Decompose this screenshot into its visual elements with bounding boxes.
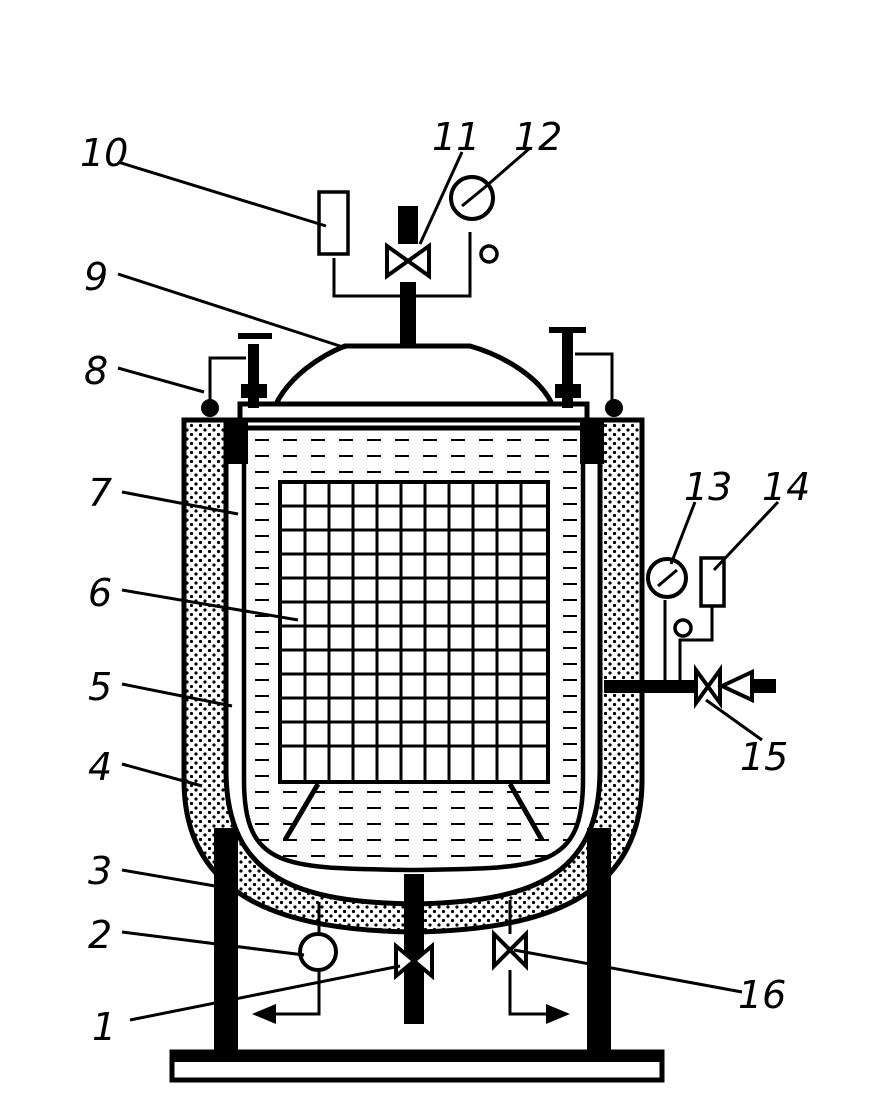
label-15: 15 (740, 735, 788, 779)
right-flange (580, 420, 604, 464)
label-16: 16 (738, 973, 786, 1017)
top-valve (385, 242, 431, 280)
label-8: 8 (84, 349, 108, 393)
leader-line-15 (705, 698, 763, 742)
basket-support (282, 782, 545, 842)
leader-line-3 (121, 868, 216, 888)
leader-line-13 (669, 501, 697, 565)
leader-lines (117, 146, 780, 1022)
left-clamp-nut (241, 384, 267, 398)
label-2: 2 (88, 913, 112, 957)
leader-line-9 (117, 272, 347, 350)
top-valve-stem (398, 206, 418, 244)
right-clamp-bolt (562, 332, 573, 408)
leader-line-14 (712, 500, 780, 572)
leader-line-11 (418, 151, 464, 245)
gauge-top-siphon (479, 244, 499, 264)
safety-valve-body (317, 190, 350, 256)
left-vent-valve (201, 399, 219, 417)
leader-line-4 (121, 762, 203, 788)
gauge-side-siphon (673, 618, 693, 638)
right-drain-arrow (546, 1004, 570, 1024)
left-clamp-bolt (248, 344, 259, 408)
leader-line-5 (121, 682, 233, 708)
left-flange (224, 420, 248, 464)
steam-inlet-arrow (717, 668, 754, 704)
vent-valves (201, 352, 623, 417)
right-drain-line (508, 900, 550, 1016)
top-fittings (317, 175, 499, 348)
steam-inlet-valve (694, 663, 722, 710)
label-13: 13 (684, 465, 732, 509)
leader-line-6 (121, 588, 299, 622)
right-vent-pipe (575, 352, 614, 404)
drain-gauge (298, 932, 338, 972)
right-drain-valve (492, 929, 528, 971)
basket (278, 480, 550, 842)
gauge-side-needle (657, 568, 678, 588)
basket-grid (280, 482, 548, 782)
leader-line-12 (483, 146, 531, 190)
gauge-top-needle (461, 186, 485, 208)
right-clamp-nut (555, 384, 581, 398)
lid (237, 343, 590, 423)
right-vent-valve (605, 399, 623, 417)
label-11: 11 (432, 115, 480, 159)
label-4: 4 (88, 745, 112, 789)
leader-line-1 (129, 964, 401, 1022)
label-6: 6 (88, 571, 112, 615)
label-12: 12 (514, 115, 562, 159)
label-10: 10 (80, 131, 128, 175)
leader-line-16 (513, 948, 743, 994)
base-stand (169, 828, 665, 1083)
left-vent-pipe (208, 356, 246, 404)
side-safety-valve (699, 556, 726, 608)
side-manifold (663, 600, 714, 682)
leader-line-8 (117, 366, 205, 394)
left-drain-arrow (252, 1004, 276, 1024)
label-5: 5 (88, 665, 112, 709)
top-pipe (400, 282, 416, 348)
leader-line-2 (121, 930, 305, 957)
label-1: 1 (92, 1005, 116, 1049)
bottom-drain-pipe (404, 874, 424, 1024)
side-fittings (604, 556, 776, 710)
base-plate-foot (172, 1052, 662, 1062)
leader-line-10 (117, 160, 327, 228)
label-9: 9 (84, 255, 108, 299)
basket-frame (278, 480, 550, 784)
top-manifold (332, 232, 472, 298)
lid-assembly (224, 327, 604, 464)
steam-inlet-stub (752, 679, 776, 693)
label-7: 7 (88, 471, 112, 515)
leader-line-7 (121, 490, 239, 516)
label-3: 3 (88, 849, 112, 893)
labels: 1 2 3 4 5 6 7 8 9 10 11 12 13 14 15 16 (80, 115, 810, 1049)
steam-inlet-pipe (604, 680, 696, 693)
label-14: 14 (762, 465, 810, 509)
